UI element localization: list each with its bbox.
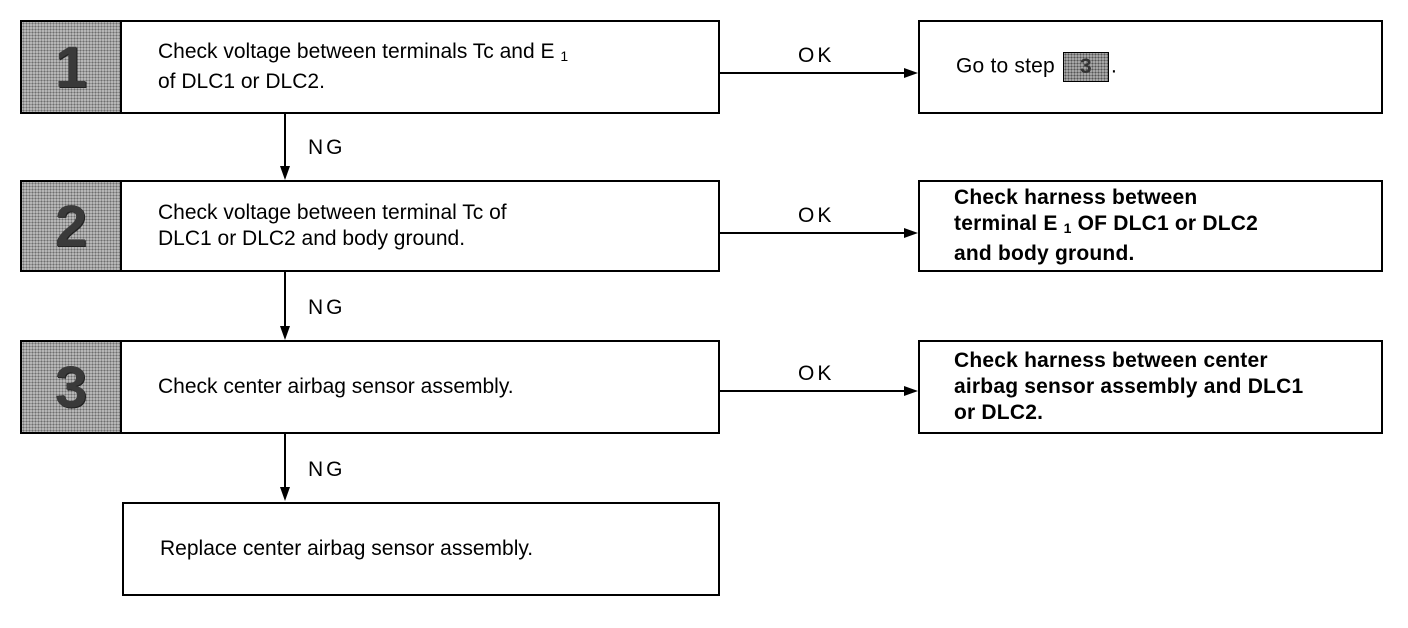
step-2-ok-outcome-text: Check harness between terminal E 1 OF DL… bbox=[954, 185, 1258, 267]
step-2-outcome-line-1: Check harness between bbox=[954, 186, 1198, 209]
step-1-text-after: of DLC1 or DLC2. bbox=[158, 70, 325, 93]
goto-step-text: Go to step bbox=[956, 54, 1055, 78]
step-2-line-1: Check voltage between terminal Tc of bbox=[158, 201, 507, 224]
step-1-box: 1 Check voltage between terminals Tc and… bbox=[20, 20, 720, 114]
step-3-box: 3 Check center airbag sensor assembly. bbox=[20, 340, 720, 434]
step-3-outcome-line-1: Check harness between center bbox=[954, 349, 1268, 372]
step-1-text: Check voltage between terminals Tc and E… bbox=[122, 22, 718, 112]
step-2-outcome-line-3: and body ground. bbox=[954, 242, 1135, 265]
step-1-ng-label: NG bbox=[308, 136, 346, 159]
step-3-ok-arrowhead bbox=[904, 386, 918, 396]
step-1-number: 1 bbox=[22, 22, 122, 112]
step-2-ng-connector bbox=[284, 272, 286, 329]
step-3-ng-label: NG bbox=[308, 458, 346, 481]
step-2-ng-arrowhead bbox=[280, 326, 290, 340]
step-1-subscript: 1 bbox=[560, 48, 569, 64]
step-2-ok-label: OK bbox=[798, 204, 835, 227]
step-2-text: Check voltage between terminal Tc of DLC… bbox=[122, 182, 718, 270]
step-3-text: Check center airbag sensor assembly. bbox=[158, 375, 514, 398]
step-2-box: 2 Check voltage between terminal Tc of D… bbox=[20, 180, 720, 272]
step-2-line-2: DLC1 or DLC2 and body ground. bbox=[158, 227, 466, 250]
step-3-ok-outcome-box: Check harness between center airbag sens… bbox=[918, 340, 1383, 434]
step-3-ng-outcome-box: Replace center airbag sensor assembly. bbox=[122, 502, 720, 596]
step-2-ok-outcome-box: Check harness between terminal E 1 OF DL… bbox=[918, 180, 1383, 272]
step-1-ok-outcome-box: Go to step 3. bbox=[918, 20, 1383, 114]
step-2-ok-connector bbox=[720, 232, 906, 234]
step-3-ok-label: OK bbox=[798, 362, 835, 385]
step-3-ng-outcome-text: Replace center airbag sensor assembly. bbox=[160, 537, 534, 560]
step-1-text-before: Check voltage between terminals Tc and E bbox=[158, 40, 555, 63]
step-2-outcome-line-2a: terminal E bbox=[954, 212, 1058, 235]
step-3-reference: 3 bbox=[1062, 52, 1109, 82]
step-3-outcome-line-2: airbag sensor assembly and DLC1 bbox=[954, 375, 1304, 398]
goto-step-period: . bbox=[1110, 54, 1117, 78]
step-2-outcome-subscript: 1 bbox=[1063, 220, 1072, 236]
step-1-ok-outcome-text: Go to step 3. bbox=[956, 52, 1117, 82]
step-2-outcome-line-2b: OF DLC1 or DLC2 bbox=[1077, 212, 1258, 235]
step-1-ng-connector bbox=[284, 114, 286, 169]
step-1-ng-arrowhead bbox=[280, 166, 290, 180]
step-2-ng-label: NG bbox=[308, 296, 346, 319]
step-3-number: 3 bbox=[22, 342, 122, 432]
step-1-ok-connector bbox=[720, 72, 906, 74]
step-3-ok-connector bbox=[720, 390, 906, 392]
step-2-number: 2 bbox=[22, 182, 122, 270]
step-1-ok-label: OK bbox=[798, 44, 835, 67]
step-3-ng-arrowhead bbox=[280, 487, 290, 501]
step-3-ng-connector bbox=[284, 434, 286, 490]
step-3-ok-outcome-text: Check harness between center airbag sens… bbox=[954, 348, 1303, 426]
step-2-ok-arrowhead bbox=[904, 228, 918, 238]
step-1-ok-arrowhead bbox=[904, 68, 918, 78]
step-3-outcome-line-3: or DLC2. bbox=[954, 401, 1044, 424]
